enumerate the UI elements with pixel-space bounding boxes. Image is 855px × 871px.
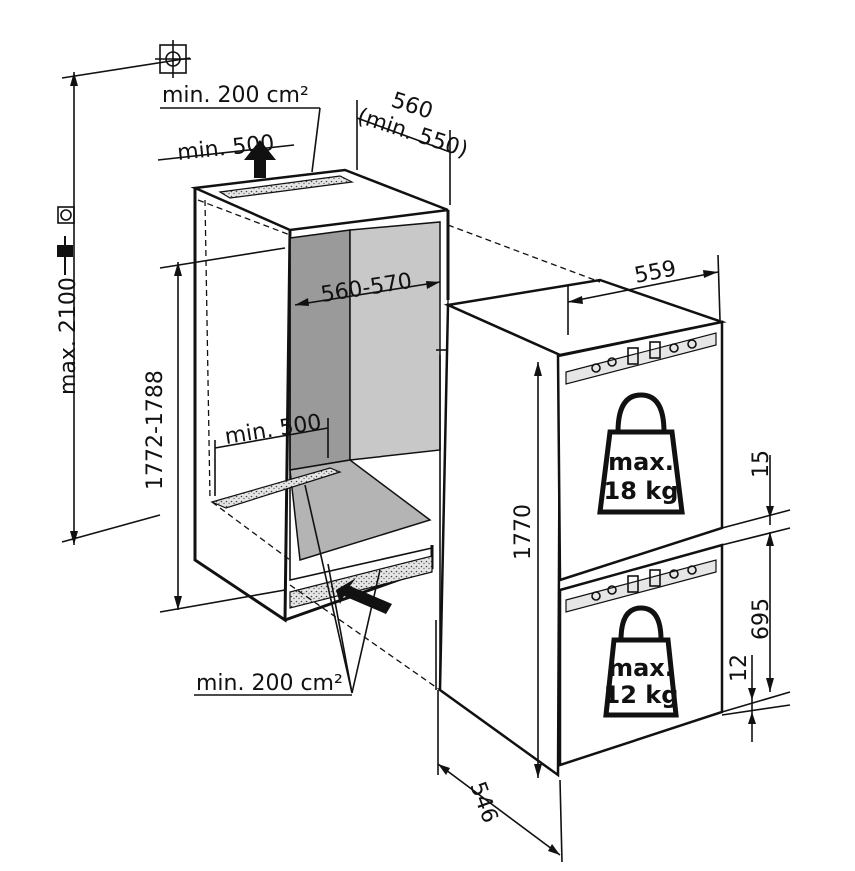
lower-weight-max: max. <box>608 654 674 682</box>
svg-text:1770: 1770 <box>511 504 536 560</box>
niche-cabinet <box>190 168 450 623</box>
svg-text:12: 12 <box>727 654 752 682</box>
weight-icon <box>615 392 667 433</box>
svg-text:695: 695 <box>749 598 774 640</box>
lower-weight: max. 12 kg <box>603 605 679 718</box>
svg-text:559: 559 <box>632 256 678 289</box>
bottom-vent-callout: min. 200 cm² <box>194 484 381 696</box>
svg-text:min. 200 cm²: min. 200 cm² <box>196 671 343 696</box>
dim-niche-height: 1772-1788 <box>143 247 286 613</box>
airflow-arrow-icon <box>336 578 392 614</box>
dim-max-height: max. 2100 <box>56 57 191 545</box>
upper-weight: max. 18 kg <box>597 392 685 515</box>
appliance <box>289 224 727 778</box>
upper-weight-max: max. <box>608 448 674 476</box>
weight-icon <box>618 605 664 641</box>
dim-right: 15 695 12 <box>721 450 791 742</box>
airflow-arrow-icon <box>244 140 276 178</box>
crosshair-icon <box>155 40 191 78</box>
lower-weight-value: 12 kg <box>604 681 679 709</box>
dim-top-vent-depth: min. 500 <box>157 131 295 166</box>
svg-text:15: 15 <box>749 450 774 478</box>
svg-text:1772-1788: 1772-1788 <box>143 370 168 490</box>
top-vent-area-label: min. 200 cm² <box>162 83 309 108</box>
plug-icon <box>57 236 73 275</box>
socket-icon <box>57 206 75 224</box>
upper-weight-value: 18 kg <box>604 477 679 505</box>
dim-appliance-height: 1770 <box>511 362 542 778</box>
max-height-label: max. 2100 <box>56 277 81 395</box>
svg-text:546: 546 <box>464 779 502 827</box>
